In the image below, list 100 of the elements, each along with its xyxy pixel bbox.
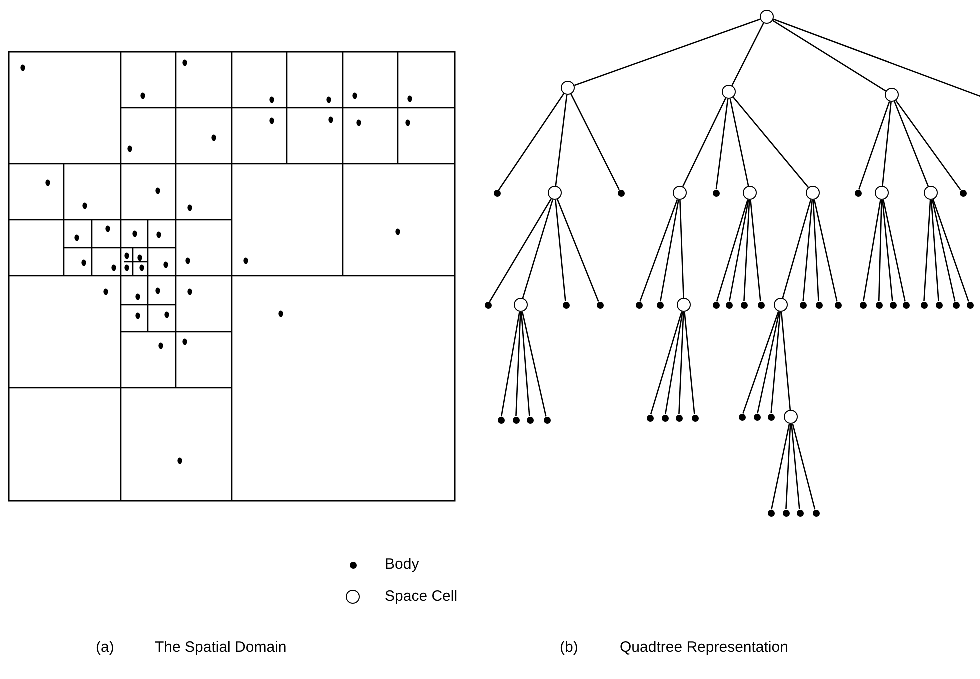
panel-caption: The Spatial Domain (155, 639, 287, 656)
tree-branch-line (802, 200, 814, 302)
tree-branch-line (896, 100, 962, 191)
body-dot (726, 302, 732, 308)
body-dot (758, 302, 764, 308)
body-dot (484, 302, 492, 308)
space-cell-circle (514, 298, 528, 312)
tree-branch-line (557, 199, 600, 302)
tree-branch-line (640, 199, 678, 302)
body-dot (960, 190, 966, 196)
body-dot (936, 302, 942, 308)
body-dot (800, 302, 806, 308)
body-dot (796, 510, 804, 516)
tree-branch-line (516, 312, 522, 417)
body-dot (834, 302, 842, 308)
tree-branch-line (555, 94, 568, 186)
body-dot (662, 414, 668, 422)
tree-branch-line (894, 101, 929, 187)
tree-branch-line (792, 424, 816, 510)
tree-branch-line (882, 102, 892, 186)
body-dot (768, 510, 774, 516)
tree-branch-line (862, 200, 882, 302)
tree-branch-line (812, 200, 820, 302)
body-dot (526, 416, 534, 424)
tree-branch-line (664, 312, 684, 415)
space-cell-circle (677, 298, 691, 312)
body-dot (498, 416, 504, 424)
tree-branch-line (733, 96, 809, 188)
space-cell-circle (806, 186, 820, 200)
tree-branch-line (555, 200, 566, 302)
body-dot (636, 302, 642, 308)
tree-branch-line (932, 199, 970, 302)
body-dot (712, 302, 720, 308)
legend-label: Body (385, 556, 420, 573)
body-dot (816, 302, 822, 308)
tree-branch-line (716, 98, 729, 190)
tree-branch-line (500, 312, 520, 417)
tree-branch-line (730, 98, 750, 186)
tree-branch-line (930, 200, 940, 302)
space-cell-circle (760, 10, 774, 24)
tree-branch-line (660, 200, 680, 302)
tree-branch-line (771, 424, 790, 510)
body-dot (646, 414, 654, 422)
body-dot (562, 302, 570, 308)
space-cell-circle (722, 85, 736, 99)
tree-branch-line (650, 312, 683, 415)
tree-branch-line (520, 312, 530, 417)
body-dot (782, 510, 790, 516)
body-dot (692, 414, 698, 422)
tree-branch-line (757, 312, 780, 414)
space-cell-circle (784, 410, 798, 424)
body-dot (902, 302, 910, 308)
body-dot (812, 510, 820, 516)
body-dot (920, 302, 928, 308)
tree-branch-line (680, 200, 684, 298)
body-dot (494, 190, 500, 196)
tree-branch-line (882, 200, 906, 302)
space-cell-circle (875, 186, 889, 200)
tree-branch-line (782, 200, 812, 298)
tree-branch-line (744, 200, 750, 302)
space-cell-circle (673, 186, 687, 200)
tree-branch-line (878, 200, 882, 302)
space-cell-circle (885, 88, 899, 102)
body-dot (876, 302, 882, 308)
tree-branch-line (716, 200, 749, 302)
tree-branch-line (678, 312, 684, 415)
tree-branch-line (498, 93, 565, 190)
tree-branch-line (750, 200, 762, 302)
body-dot (768, 414, 774, 420)
tree-branch-line (742, 311, 780, 414)
tree-branch-line (924, 200, 932, 302)
space-cell-circle (774, 298, 788, 312)
legend-label: Space Cell (385, 588, 458, 605)
body-dot (512, 416, 520, 424)
space-cell-circle (743, 186, 757, 200)
tree-branch-line (684, 312, 696, 415)
tree-branch-line (570, 94, 620, 190)
body-dot (754, 414, 760, 420)
body-dot (890, 302, 896, 308)
tree-branch-line (682, 98, 726, 187)
tree-branch-line (791, 424, 800, 510)
tree-branch-line (858, 101, 890, 190)
tree-branch-line (728, 200, 750, 302)
body-dot (676, 414, 682, 422)
tree-branch-line (489, 198, 552, 302)
body-dot (618, 190, 624, 196)
tree-branch-line (814, 200, 838, 302)
tree-branch-line (932, 200, 956, 302)
tree-branch-line (732, 22, 764, 86)
body-dot (712, 190, 720, 196)
tree-branch-line (786, 424, 792, 510)
body-dot (596, 302, 604, 308)
body-dot (860, 302, 866, 308)
space-cell-circle (561, 81, 575, 95)
tree-branch-line (770, 312, 782, 414)
panel-letter: (a) (96, 639, 114, 656)
body-dot (740, 302, 748, 308)
body-dot (738, 414, 746, 420)
tree-branch-line (574, 18, 761, 86)
tree-branch-line (882, 200, 894, 302)
